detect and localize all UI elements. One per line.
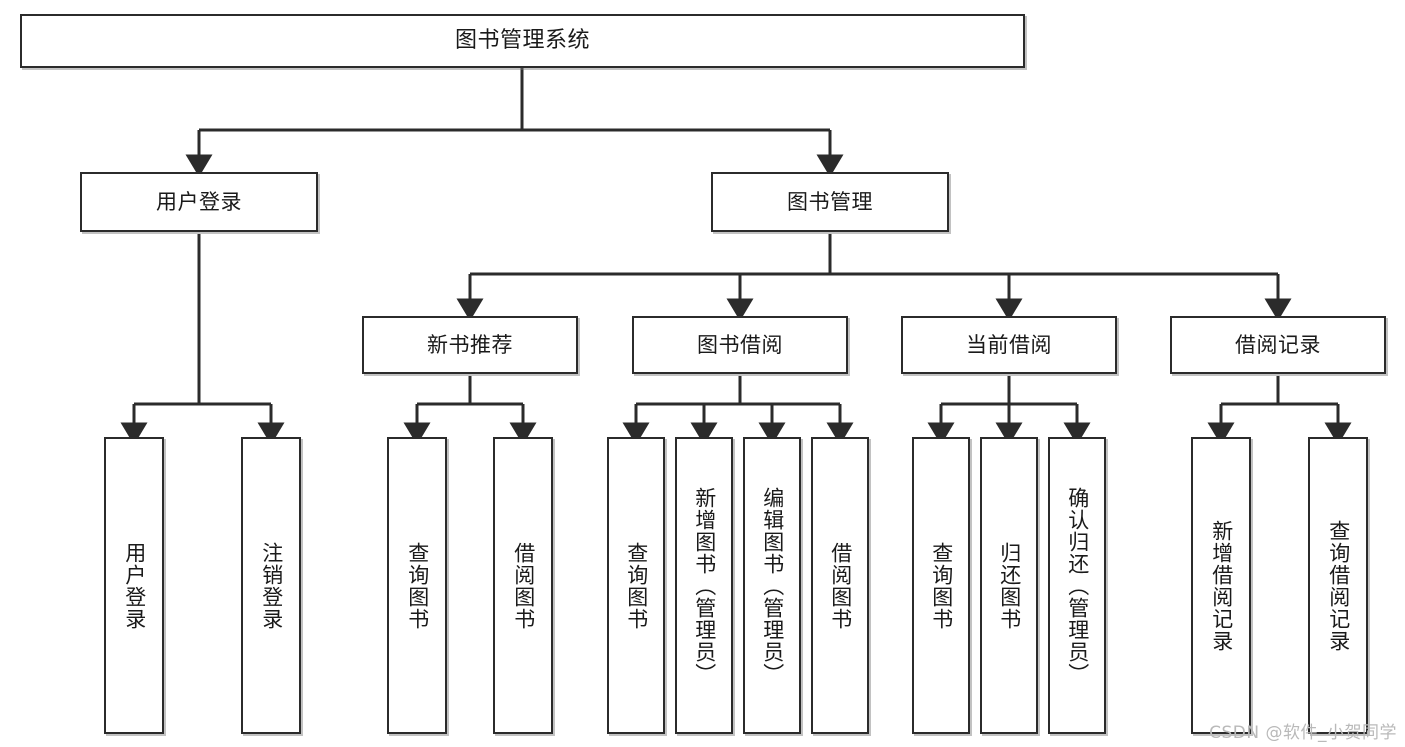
node-book-manage[interactable]: 图书管理	[711, 172, 949, 232]
leaf-confirm-return[interactable]: 确认归还（管理员）	[1048, 437, 1106, 734]
leaf-add-record-label: 新增借阅记录	[1209, 519, 1234, 652]
node-book-manage-label: 图书管理	[787, 189, 873, 214]
leaf-query-book-3-label: 查询图书	[929, 541, 954, 630]
leaf-user-login-label: 用户登录	[122, 541, 147, 630]
leaf-return-book-label: 归还图书	[997, 541, 1022, 630]
leaf-borrow-book-1[interactable]: 借阅图书	[493, 437, 553, 734]
leaf-query-book-2[interactable]: 查询图书	[607, 437, 665, 734]
leaf-add-record[interactable]: 新增借阅记录	[1191, 437, 1251, 734]
leaf-add-book[interactable]: 新增图书（管理员）	[675, 437, 733, 734]
leaf-borrow-book-2-label: 借阅图书	[828, 541, 853, 630]
node-user-login-label: 用户登录	[156, 189, 242, 214]
leaf-query-book-1-label: 查询图书	[405, 541, 430, 630]
node-user-login[interactable]: 用户登录	[80, 172, 318, 232]
node-current-borrow-label: 当前借阅	[966, 332, 1052, 357]
node-book-borrow-label: 图书借阅	[697, 332, 783, 357]
node-root-label: 图书管理系统	[454, 28, 590, 54]
leaf-add-book-label: 新增图书（管理员）	[692, 486, 717, 685]
leaf-edit-book[interactable]: 编辑图书（管理员）	[743, 437, 801, 734]
leaf-query-record[interactable]: 查询借阅记录	[1308, 437, 1368, 734]
leaf-query-book-3[interactable]: 查询图书	[912, 437, 970, 734]
leaf-confirm-return-label: 确认归还（管理员）	[1065, 486, 1090, 685]
node-new-book-recommend[interactable]: 新书推荐	[362, 316, 578, 374]
node-current-borrow[interactable]: 当前借阅	[901, 316, 1117, 374]
leaf-logout-label: 注销登录	[259, 541, 284, 630]
leaf-return-book[interactable]: 归还图书	[980, 437, 1038, 734]
leaf-logout[interactable]: 注销登录	[241, 437, 301, 734]
watermark-text: CSDN @软件_小贺同学	[1209, 723, 1397, 743]
leaf-query-book-2-label: 查询图书	[624, 541, 649, 630]
leaf-query-record-label: 查询借阅记录	[1326, 519, 1351, 652]
node-borrow-record-label: 借阅记录	[1235, 332, 1321, 357]
node-new-book-recommend-label: 新书推荐	[427, 332, 513, 357]
leaf-borrow-book-2[interactable]: 借阅图书	[811, 437, 869, 734]
leaf-query-book-1[interactable]: 查询图书	[387, 437, 447, 734]
leaf-borrow-book-1-label: 借阅图书	[511, 541, 536, 630]
node-borrow-record[interactable]: 借阅记录	[1170, 316, 1386, 374]
leaf-user-login[interactable]: 用户登录	[104, 437, 164, 734]
node-root[interactable]: 图书管理系统	[20, 14, 1025, 68]
leaf-edit-book-label: 编辑图书（管理员）	[760, 486, 785, 685]
node-book-borrow[interactable]: 图书借阅	[632, 316, 848, 374]
